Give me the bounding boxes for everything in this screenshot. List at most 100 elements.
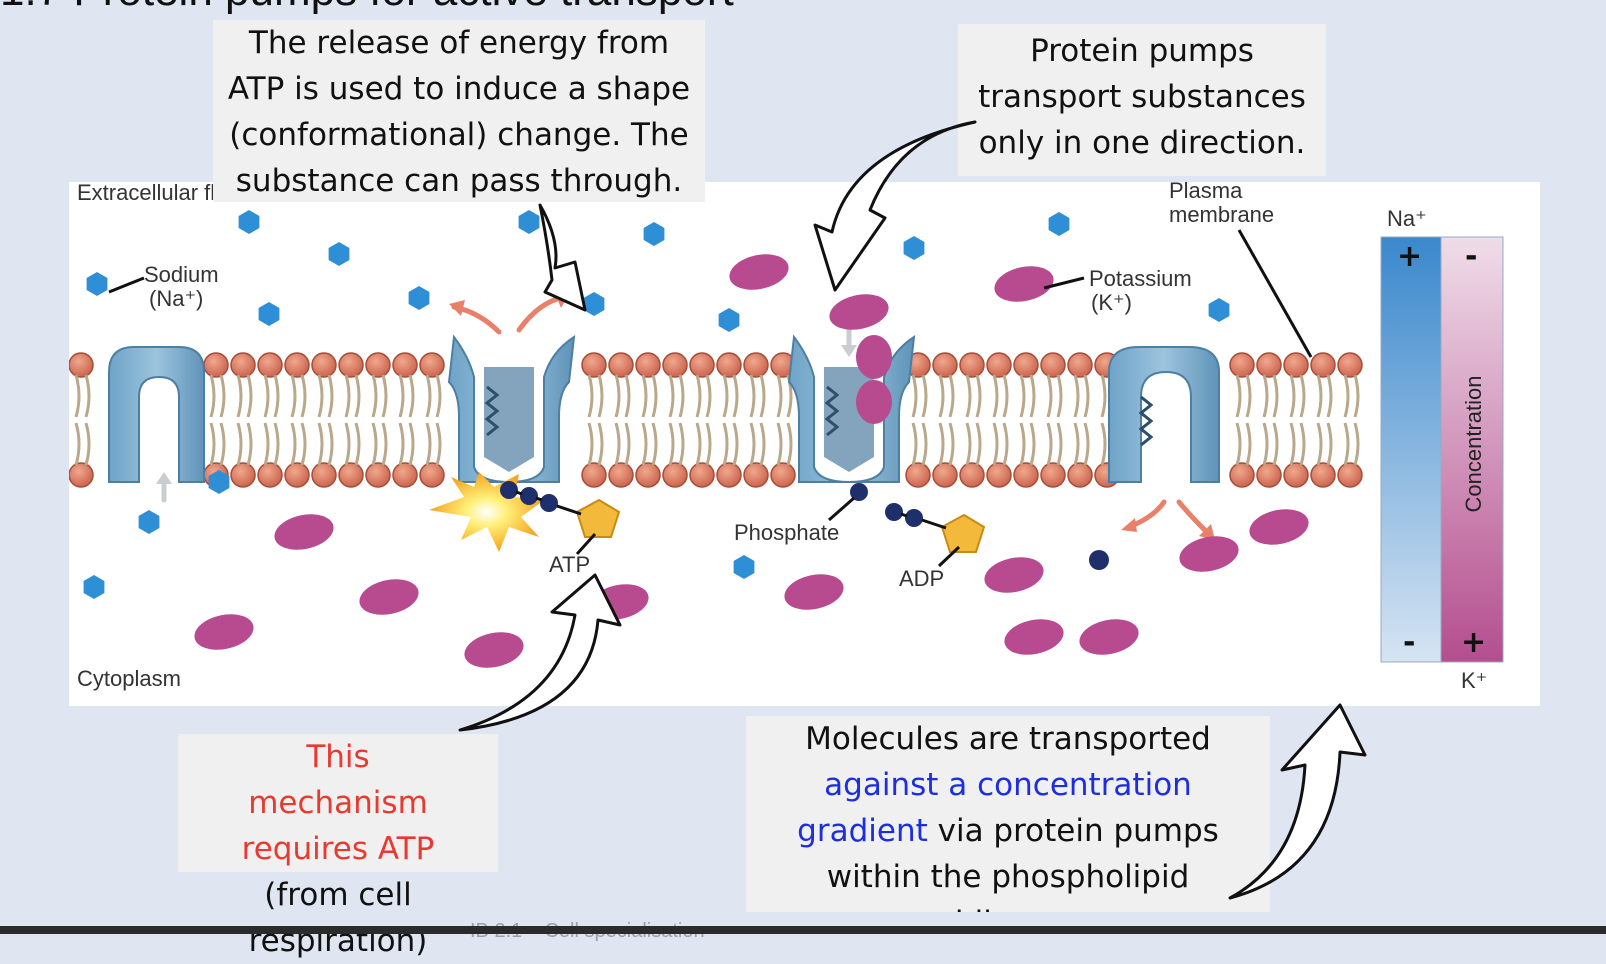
sodium-ion — [1048, 212, 1070, 236]
lipid-tail — [1019, 422, 1026, 466]
lipid-tail — [651, 422, 658, 466]
lipid-tail — [273, 374, 280, 418]
lipid-head — [716, 462, 742, 488]
lipid-head — [392, 462, 418, 488]
phosphate-label: Phosphate — [734, 520, 839, 545]
lipid-tail — [317, 374, 324, 418]
lipid-head — [311, 352, 337, 378]
lipid-tail — [246, 422, 253, 466]
lipid-head — [1067, 352, 1093, 378]
atp-energy-text: The release of energy from ATP is used t… — [227, 25, 691, 199]
lipid-tail — [1326, 422, 1333, 466]
potassium-ion — [589, 584, 649, 620]
lipid-tail — [84, 374, 91, 418]
potassium-ion — [994, 266, 1054, 302]
lipid-tail — [1262, 422, 1269, 466]
adp-label: ADP — [899, 566, 944, 591]
lipid-head — [743, 462, 769, 488]
lipid-tail — [965, 374, 972, 418]
lipid-tail — [300, 422, 307, 466]
lipid-tail — [678, 374, 685, 418]
lipid-tail — [614, 374, 621, 418]
lipid-head — [365, 462, 391, 488]
lipid-tail — [425, 422, 432, 466]
lipid-tail — [705, 374, 712, 418]
lipid-tail — [381, 422, 388, 466]
lipid-tail — [1100, 422, 1107, 466]
lipid-head — [932, 352, 958, 378]
lipid-tail — [776, 374, 783, 418]
sodium-ion — [408, 286, 430, 310]
lipid-head — [635, 462, 661, 488]
lipid-tail — [236, 422, 243, 466]
concentration-gradient-callout: Molecules are transported against a conc… — [746, 716, 1270, 912]
lipid-tail — [776, 422, 783, 466]
potassium-ion — [1249, 509, 1309, 545]
lipid-tail — [975, 422, 982, 466]
lipid-head — [662, 462, 688, 488]
phospholipid-bilayer — [68, 352, 1363, 488]
lipid-head — [1040, 352, 1066, 378]
slide-title: 1.7 Protein pumps for active transport — [0, 0, 734, 16]
lipid-head — [1283, 462, 1309, 488]
sodium-ion — [583, 292, 605, 316]
lipid-tail — [1056, 422, 1063, 466]
sodium-ion — [83, 575, 105, 599]
lipid-head — [608, 462, 634, 488]
gradient-text-emphasis: against a concentration gradient — [797, 767, 1192, 849]
sodium-ion — [518, 210, 540, 234]
lipid-tail — [749, 422, 756, 466]
lipid-tail — [705, 422, 712, 466]
lipid-head — [905, 462, 931, 488]
gradient-text: Molecules are transported against a conc… — [746, 716, 1270, 912]
requires-atp-source: (from cell respiration) — [177, 872, 499, 964]
lipid-tail — [938, 422, 945, 466]
lipid-tail — [992, 374, 999, 418]
lipid-head — [284, 462, 310, 488]
potassium-ion — [464, 632, 524, 668]
requires-atp-emphasis: This mechanism requires ATP — [241, 739, 435, 867]
lipid-head — [932, 462, 958, 488]
lipid-head — [770, 462, 796, 488]
lipid-head — [68, 462, 94, 488]
potassium-ion — [1079, 619, 1139, 655]
lipid-tail — [371, 422, 378, 466]
lipid-head — [68, 352, 94, 378]
lipid-tail — [597, 374, 604, 418]
channel-protein-right — [1108, 346, 1220, 483]
lipid-tail — [290, 422, 297, 466]
lipid-tail — [425, 374, 432, 418]
lipid-tail — [597, 422, 604, 466]
atp-energy-callout: The release of energy from ATP is used t… — [213, 20, 705, 202]
lipid-head — [1229, 352, 1255, 378]
potassium-ion — [274, 514, 334, 550]
lipid-head — [284, 352, 310, 378]
lipid-head — [1013, 462, 1039, 488]
lipid-tail — [408, 422, 415, 466]
lipid-tail — [786, 422, 793, 466]
lipid-tail — [263, 374, 270, 418]
lipid-head — [581, 352, 607, 378]
lipid-head — [689, 352, 715, 378]
potassium-ion — [984, 557, 1044, 593]
lipid-tail — [695, 374, 702, 418]
k-gradient-label: K⁺ — [1461, 668, 1487, 693]
lipid-head — [1067, 462, 1093, 488]
potassium-ion — [1004, 619, 1064, 655]
lipid-tail — [624, 422, 631, 466]
lipid-tail — [327, 374, 334, 418]
lipid-tail — [749, 374, 756, 418]
lipid-tail — [1289, 374, 1296, 418]
lipid-tail — [1029, 422, 1036, 466]
adp-molecule — [850, 483, 986, 553]
lipid-head — [230, 352, 256, 378]
lipid-tail — [290, 374, 297, 418]
diagram-canvas: Extracellular fluid Sodium (Na⁺) Potassi… — [68, 178, 1504, 693]
lipid-tail — [668, 422, 675, 466]
released-phosphate — [1089, 550, 1109, 570]
lipid-head — [1337, 462, 1363, 488]
lipid-tail — [381, 374, 388, 418]
sodium-ions — [83, 210, 1230, 599]
lipid-tail — [965, 422, 972, 466]
lipid-head — [959, 352, 985, 378]
